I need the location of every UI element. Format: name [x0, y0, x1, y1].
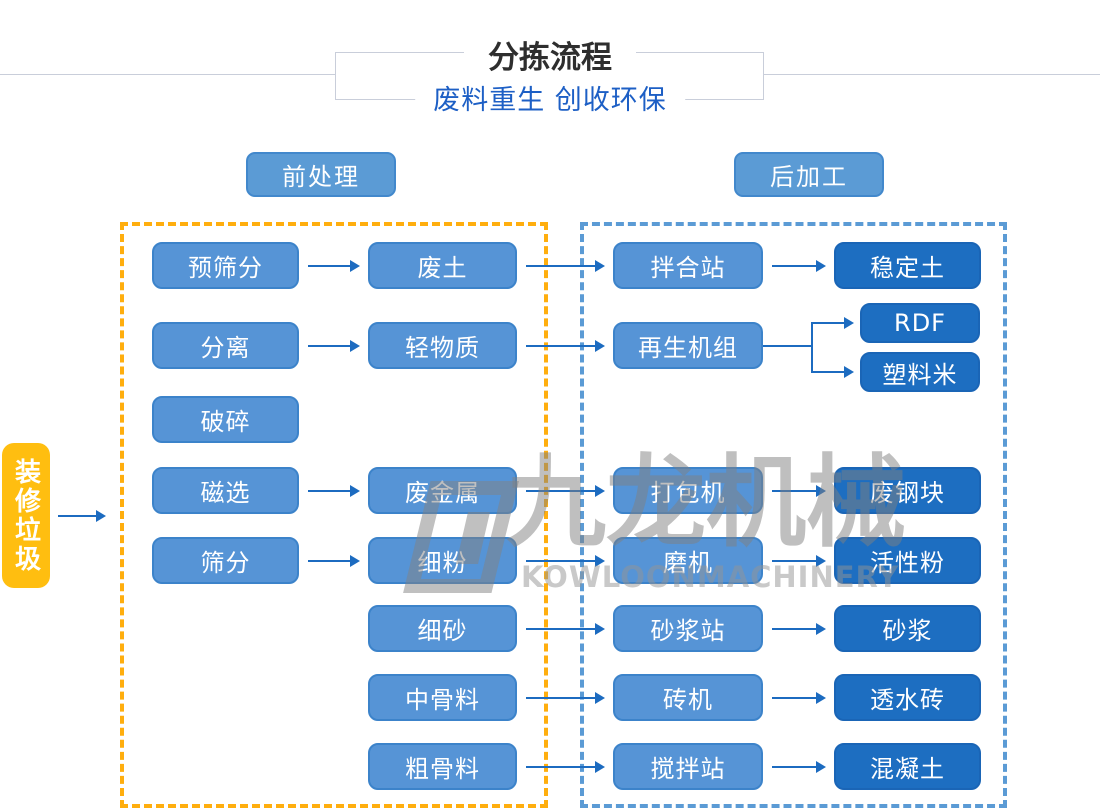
node-baler: 打包机: [613, 467, 763, 514]
node-permeable-brick: 透水砖: [834, 674, 981, 721]
node-light-material: 轻物质: [368, 322, 517, 369]
branch-trunk: [811, 322, 813, 373]
node-plastic-pellets: 塑料米: [860, 352, 980, 392]
title-divider-line-left: [0, 74, 335, 75]
node-scrap-metal: 废金属: [368, 467, 517, 514]
flow-arrow-mortar-station-to-mortar: [772, 623, 826, 635]
node-pre-screening: 预筛分: [152, 242, 299, 289]
flow-arrow-waste-soil-to-mixing-station: [526, 260, 605, 272]
node-fine-powder: 细粉: [368, 537, 517, 584]
branch-stub: [763, 345, 812, 347]
flow-arrow-mill-to-active-powder: [772, 555, 826, 567]
node-coarse-aggregate: 粗骨料: [368, 743, 517, 790]
flow-arrow-fine-powder-to-mill: [526, 555, 605, 567]
flow-arrow-mixing-station-to-stabilized-soil: [772, 260, 826, 272]
node-brick-machine: 砖机: [613, 674, 763, 721]
node-medium-aggregate: 中骨料: [368, 674, 517, 721]
flow-arrow-recycling-unit-to-plastic-pellets: [812, 366, 854, 378]
flow-arrow-light-material-to-recycling-unit: [526, 340, 605, 352]
post-processing-zone: [580, 222, 1007, 808]
flow-arrow-separation-to-light-material: [308, 340, 360, 352]
node-waste-soil: 废土: [368, 242, 517, 289]
flow-arrow-brick-machine-to-permeable-brick: [772, 692, 826, 704]
flow-arrow-coarse-aggregate-to-concrete-mixing-station: [526, 761, 605, 773]
page-title: 分拣流程: [464, 40, 636, 76]
node-mortar-station: 砂浆站: [613, 605, 763, 652]
node-concrete-mixing-station: 搅拌站: [613, 743, 763, 790]
flow-arrow-concrete-mixing-station-to-concrete: [772, 761, 826, 773]
title-divider-line-right: [764, 74, 1100, 75]
node-rdf: RDF: [860, 303, 980, 343]
flow-arrow-screening-to-fine-powder: [308, 555, 360, 567]
flow-arrow-source-to-pre-zone: [58, 510, 106, 522]
flow-arrow-pre-screening-to-waste-soil: [308, 260, 360, 272]
flow-arrow-fine-sand-to-mortar-station: [526, 623, 605, 635]
node-mixing-station: 拌合站: [613, 242, 763, 289]
node-scrap-steel-block: 废钢块: [834, 467, 981, 514]
flow-arrow-medium-aggregate-to-brick-machine: [526, 692, 605, 704]
node-stabilized-soil: 稳定土: [834, 242, 981, 289]
pre-processing-zone: [120, 222, 548, 808]
node-crushing: 破碎: [152, 396, 299, 443]
node-mill: 磨机: [613, 537, 763, 584]
node-concrete: 混凝土: [834, 743, 981, 790]
section-label-post-processing: 后加工: [734, 152, 884, 197]
flow-arrow-magnetic-separation-to-scrap-metal: [308, 485, 360, 497]
flow-arrow-recycling-unit-to-rdf: [812, 317, 854, 329]
node-mortar: 砂浆: [834, 605, 981, 652]
flow-arrow-scrap-metal-to-baler: [526, 485, 605, 497]
source-box-renovation-waste: 装修垃圾: [2, 443, 50, 588]
flow-arrow-baler-to-scrap-steel-block: [772, 485, 826, 497]
node-recycling-unit: 再生机组: [613, 322, 763, 369]
node-screening: 筛分: [152, 537, 299, 584]
node-fine-sand: 细砂: [368, 605, 517, 652]
node-magnetic-separation: 磁选: [152, 467, 299, 514]
section-label-pre-processing: 前处理: [246, 152, 396, 197]
node-separation: 分离: [152, 322, 299, 369]
node-active-powder: 活性粉: [834, 537, 981, 584]
page-subtitle: 废料重生 创收环保: [415, 85, 685, 117]
